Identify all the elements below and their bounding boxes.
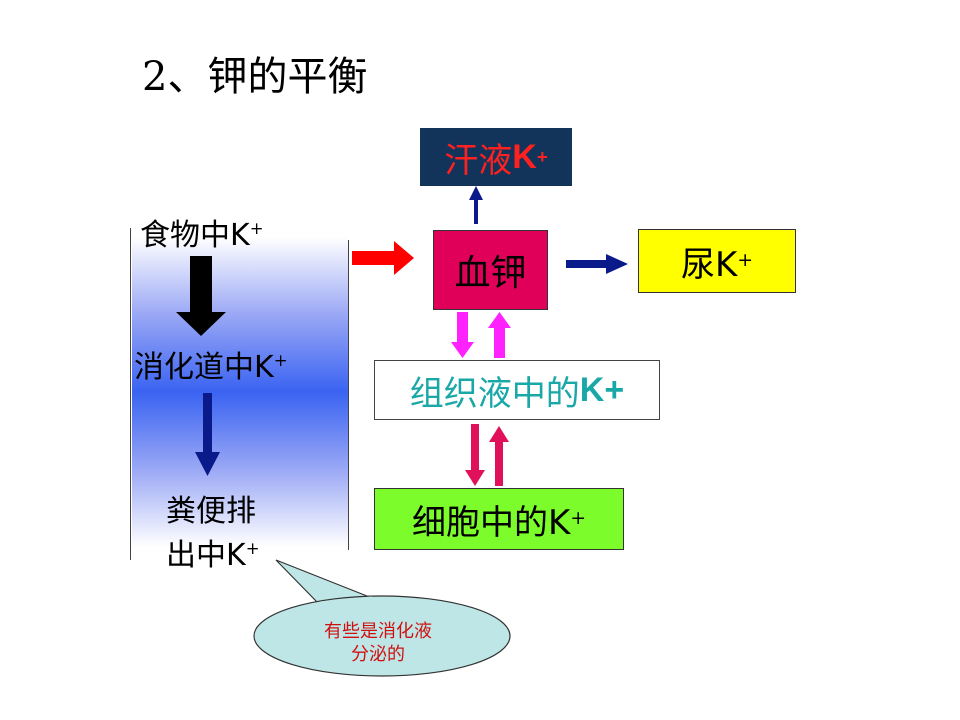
- blood-to-tissue-arrow: [451, 312, 474, 358]
- tissue-to-blood-arrow: [488, 312, 511, 358]
- tissue-to-cell-arrow: [465, 424, 485, 486]
- feces-label-line2: 出中K+: [166, 538, 260, 573]
- cell-to-tissue-arrow: [489, 426, 509, 486]
- urine-potassium-box: 尿K+: [638, 229, 796, 293]
- blood-potassium-box: 血钾: [433, 230, 548, 310]
- blood-to-urine-arrow: [566, 254, 628, 274]
- callout-line2: 分泌的: [351, 644, 405, 666]
- callout-text: 有些是消化液 分泌的: [298, 620, 458, 667]
- digestive-tract-label: 消化道中K+: [134, 350, 288, 385]
- right-column-line: [348, 240, 349, 550]
- digestive-to-feces-arrow: [195, 393, 220, 476]
- food-label: 食物中K+: [140, 218, 264, 253]
- cell-potassium-box: 细胞中的K+: [374, 488, 624, 550]
- callout-line1: 有些是消化液: [324, 621, 432, 642]
- digestive-gradient-column: [132, 237, 348, 547]
- food-to-digestive-arrow: [176, 256, 226, 336]
- page-title: 2、钾的平衡: [142, 54, 368, 100]
- feces-label-line1: 粪便排: [166, 494, 256, 529]
- left-column-line: [130, 228, 131, 560]
- digestive-to-blood-arrow: [352, 241, 414, 275]
- blood-to-sweat-arrow: [469, 186, 483, 224]
